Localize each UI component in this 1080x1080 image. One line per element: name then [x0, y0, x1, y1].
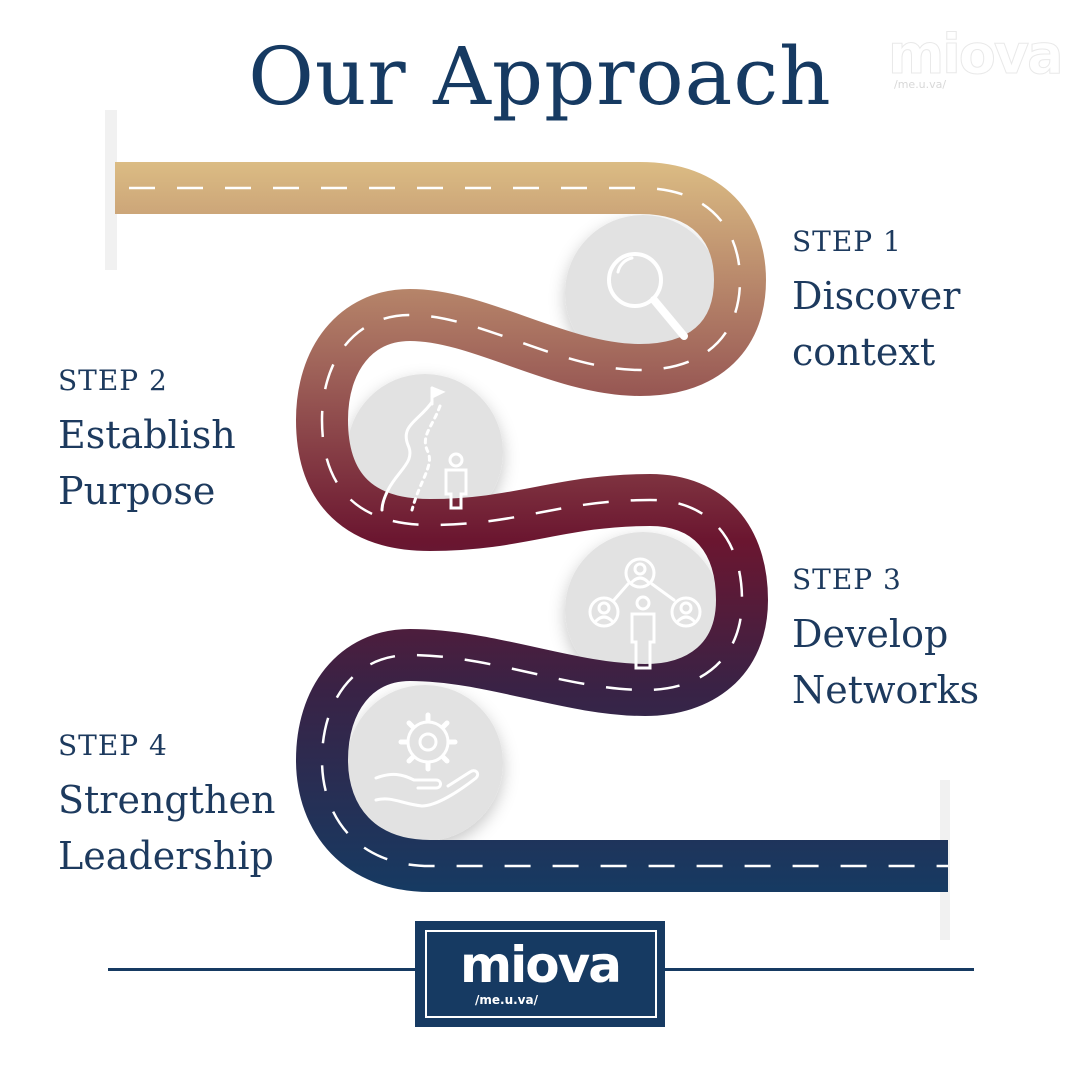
step-3-title-line2: Networks: [792, 668, 980, 712]
logo-pronunciation: /me.u.va/: [475, 993, 538, 1007]
road-edge-shadow-left: [105, 110, 117, 270]
step-4-label: STEP 4 Strengthen Leadership: [58, 729, 275, 884]
people-network-icon: [588, 557, 702, 670]
gear-in-hand-icon: [374, 712, 480, 808]
step-3-label: STEP 3 Develop Networks: [792, 563, 979, 718]
step-1-title-line1: Discover: [792, 274, 961, 318]
step-2-title-line1: Establish: [58, 413, 236, 457]
step-1-number: STEP 1: [792, 225, 902, 258]
miova-logo: miova /me.u.va/: [415, 921, 665, 1027]
page-title: Our Approach: [248, 30, 832, 123]
step-2-label: STEP 2 Establish Purpose: [58, 364, 236, 519]
watermark-logo: miova /me.u.va/: [888, 23, 1065, 92]
logo-frame: [425, 930, 657, 1018]
road-center-dashes: [115, 186, 948, 868]
step-4-number: STEP 4: [58, 729, 168, 762]
step-1-title-line2: context: [792, 330, 936, 374]
magnifier-icon: [607, 252, 688, 340]
step-2-title-line2: Purpose: [58, 469, 216, 513]
footer-rule-left: [108, 968, 418, 971]
watermark-pronunciation: /me.u.va/: [894, 78, 947, 91]
step-2-number: STEP 2: [58, 364, 168, 397]
winding-path-person-icon: [380, 386, 468, 512]
step-3-title-line1: Develop: [792, 612, 949, 656]
step-3-number: STEP 3: [792, 563, 902, 596]
footer-rule-right: [662, 968, 974, 971]
step-4-title-line1: Strengthen: [58, 778, 276, 822]
step-1-label: STEP 1 Discover context: [792, 225, 960, 380]
step-4-title-line2: Leadership: [58, 834, 274, 878]
logo-brand: miova: [460, 936, 622, 994]
watermark-brand: miova: [888, 23, 1065, 86]
